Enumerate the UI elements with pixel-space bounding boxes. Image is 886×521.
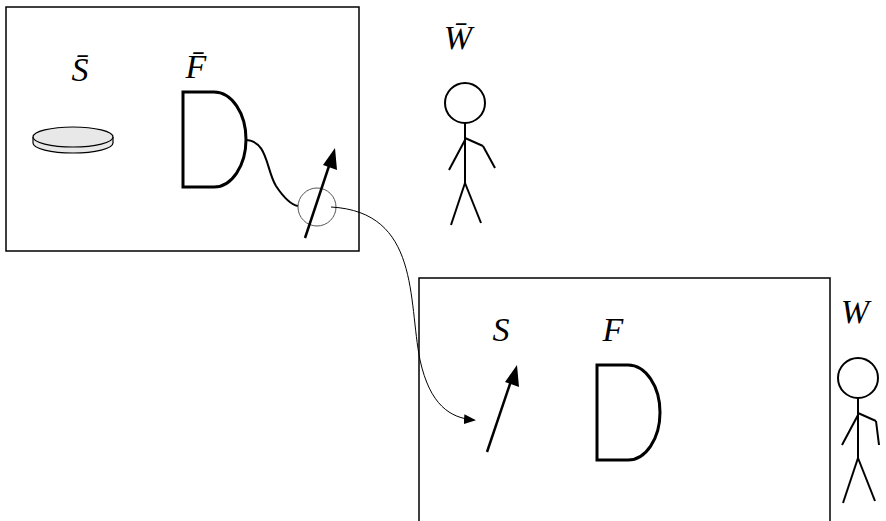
spin-arrow [487, 378, 512, 452]
lab-box [419, 278, 830, 521]
lab-box [6, 7, 359, 251]
symbol-label: S [493, 308, 510, 352]
spin-arrowhead [323, 148, 337, 170]
spin-arrowhead [505, 365, 519, 387]
spin-arrow [305, 160, 331, 238]
symbol-label: F [603, 308, 624, 352]
observer-figure [838, 358, 879, 503]
transfer-arrow [331, 207, 474, 420]
detector-symbol [597, 365, 660, 460]
symbol-label: W̄ [444, 16, 472, 60]
observer-figure [445, 83, 495, 225]
wire [245, 140, 298, 206]
detector-symbol [183, 92, 246, 187]
symbol-label: F̄ [186, 45, 207, 89]
symbol-label: W [841, 290, 869, 334]
disk-system [33, 127, 113, 153]
symbol-label: S̄ [72, 48, 89, 92]
spin-circle [298, 188, 336, 226]
